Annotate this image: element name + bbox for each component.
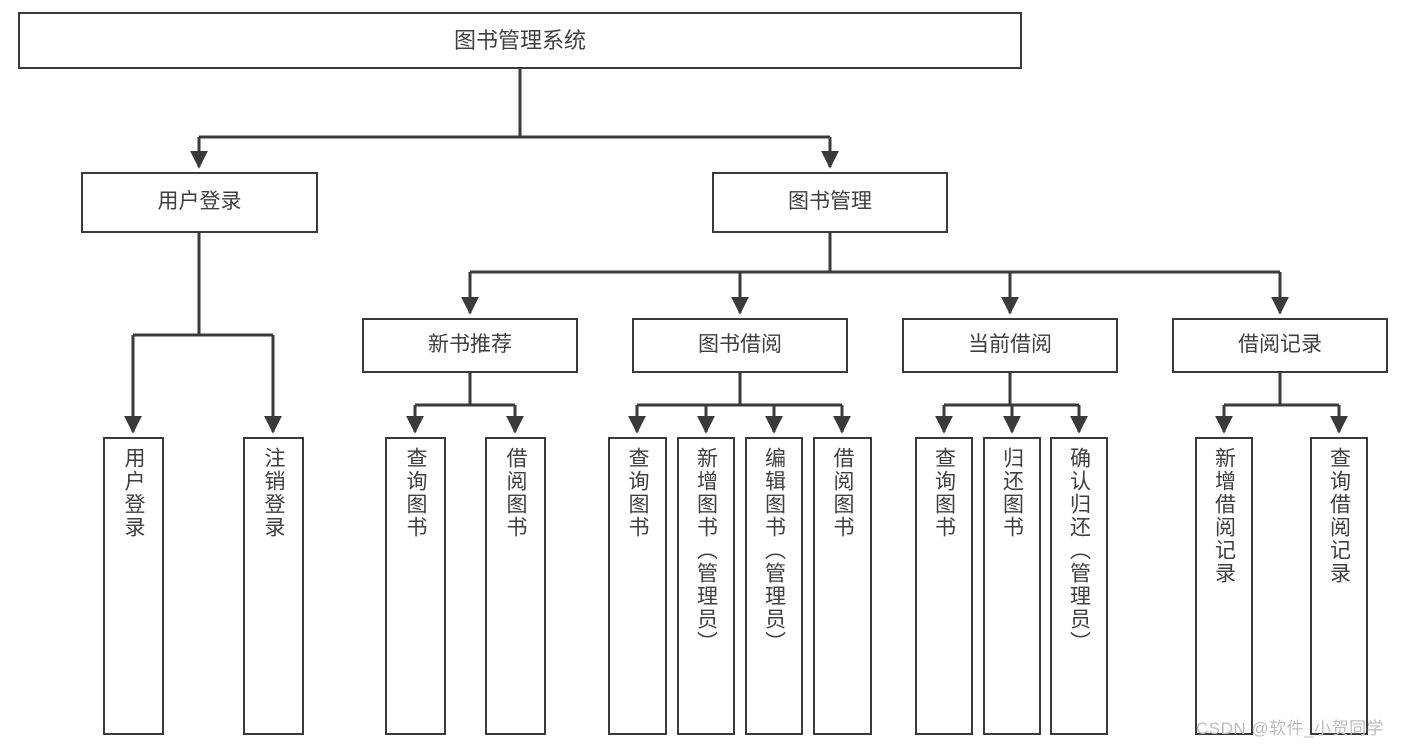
node-book-manage-label: 图书管理 [788,190,872,214]
node-leaf-edit-book[interactable]: 编辑图书（管理员） [745,437,803,735]
node-leaf-borrow-book-2-label: 借阅图书 [831,447,854,539]
node-current-borrow[interactable]: 当前借阅 [902,318,1118,373]
node-leaf-edit-book-label: 编辑图书（管理员） [762,447,786,654]
node-new-book-recommend[interactable]: 新书推荐 [362,318,578,373]
node-leaf-user-login-label: 用户登录 [122,447,145,539]
node-leaf-add-book-label: 新增图书（管理员） [694,447,718,654]
node-leaf-confirm-return[interactable]: 确认归还（管理员） [1050,437,1108,735]
csdn-watermark: CSDN @软件_小贺同学 [1196,719,1385,738]
node-current-borrow-label: 当前借阅 [968,333,1052,357]
node-root-label: 图书管理系统 [453,27,586,53]
node-user-login-label: 用户登录 [157,190,242,214]
node-leaf-borrow-book-1-label: 借阅图书 [504,447,527,539]
node-leaf-return-book[interactable]: 归还图书 [983,437,1041,735]
node-leaf-user-login[interactable]: 用户登录 [103,437,164,735]
node-leaf-query-record[interactable]: 查询借阅记录 [1310,437,1368,735]
node-leaf-add-record-label: 新增借阅记录 [1212,447,1236,585]
node-borrow-record[interactable]: 借阅记录 [1172,318,1388,373]
node-borrow-record-label: 借阅记录 [1238,333,1322,357]
node-leaf-confirm-return-label: 确认归还（管理员） [1067,447,1091,654]
node-leaf-query-book-3[interactable]: 查询图书 [915,437,973,735]
node-leaf-logout[interactable]: 注销登录 [243,437,304,735]
node-leaf-query-book-3-label: 查询图书 [932,447,956,539]
node-leaf-borrow-book-2[interactable]: 借阅图书 [813,437,872,735]
node-leaf-query-book-1[interactable]: 查询图书 [385,437,446,735]
node-leaf-query-book-1-label: 查询图书 [404,447,427,539]
node-leaf-borrow-book-1[interactable]: 借阅图书 [485,437,546,735]
node-book-borrow[interactable]: 图书借阅 [632,318,848,373]
node-user-login[interactable]: 用户登录 [81,172,318,233]
node-leaf-add-record[interactable]: 新增借阅记录 [1195,437,1253,735]
node-root[interactable]: 图书管理系统 [18,12,1022,69]
node-leaf-query-book-2-label: 查询图书 [626,447,649,539]
node-leaf-query-book-2[interactable]: 查询图书 [608,437,667,735]
node-leaf-logout-label: 注销登录 [262,447,285,539]
node-book-borrow-label: 图书借阅 [698,333,782,357]
node-leaf-return-book-label: 归还图书 [1000,447,1024,539]
node-leaf-query-record-label: 查询借阅记录 [1327,447,1351,585]
node-book-manage[interactable]: 图书管理 [712,172,948,233]
node-leaf-add-book[interactable]: 新增图书（管理员） [677,437,735,735]
node-new-book-recommend-label: 新书推荐 [428,333,512,357]
